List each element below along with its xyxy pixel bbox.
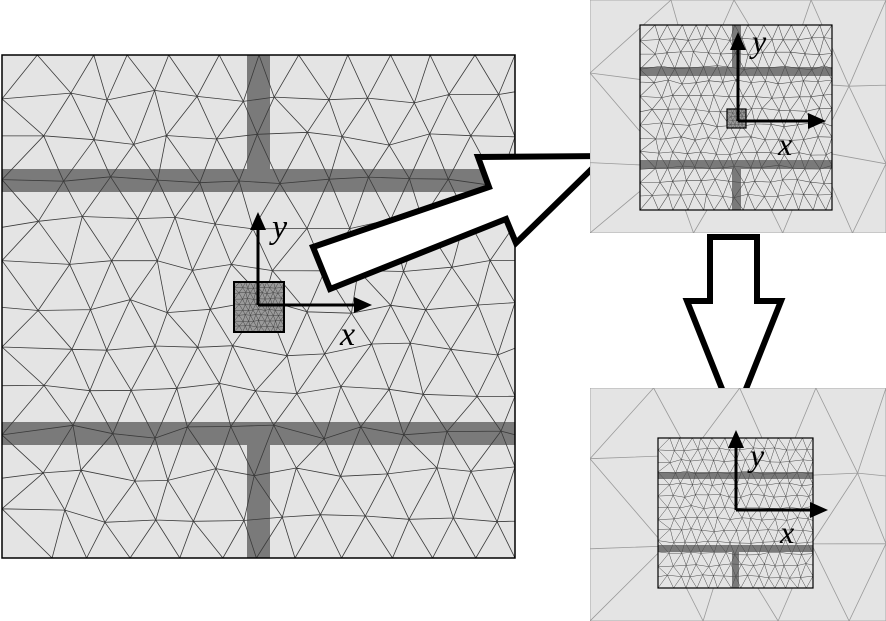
fiber-strip-horizontal: [658, 545, 813, 552]
fiber-strip-vertical: [732, 552, 739, 588]
fine-mesh-lines: [234, 282, 284, 332]
large-fiber-strips: [2, 55, 515, 558]
fiber-strip-vertical: [247, 55, 270, 169]
zoom2-fine-mesh: [658, 438, 813, 588]
large-axis-x-label: x: [339, 316, 355, 353]
fiber-strip-horizontal: [2, 422, 515, 445]
large-mesh-border: [1, 54, 516, 559]
zoom1-axis-x-label: x: [777, 126, 792, 162]
zoom-arrow-down-icon: [682, 234, 786, 428]
zoom-level-2-panel: y x: [590, 388, 886, 621]
zoom-level-1-panel: y x: [590, 0, 886, 233]
fiber-strip-vertical: [732, 169, 741, 210]
fiber-strip-horizontal: [640, 67, 832, 76]
zoom2-axis-x-label: x: [779, 514, 794, 550]
zoom2-axis-y-label: y: [747, 437, 765, 473]
zoom-arrow-right-icon: [309, 152, 613, 293]
coordinate-axes-icon: [250, 212, 372, 313]
coordinate-axes-icon: [730, 32, 826, 129]
large-mesh-panel: y x: [1, 54, 516, 559]
fiber-strip-horizontal: [640, 160, 832, 169]
coordinate-axes-icon: [728, 430, 828, 518]
zoom1-axis-y-label: y: [749, 23, 767, 59]
fiber-strip-horizontal: [2, 169, 515, 192]
fine-mesh-lines: [658, 438, 813, 588]
large-axis-y-label: y: [269, 209, 288, 246]
